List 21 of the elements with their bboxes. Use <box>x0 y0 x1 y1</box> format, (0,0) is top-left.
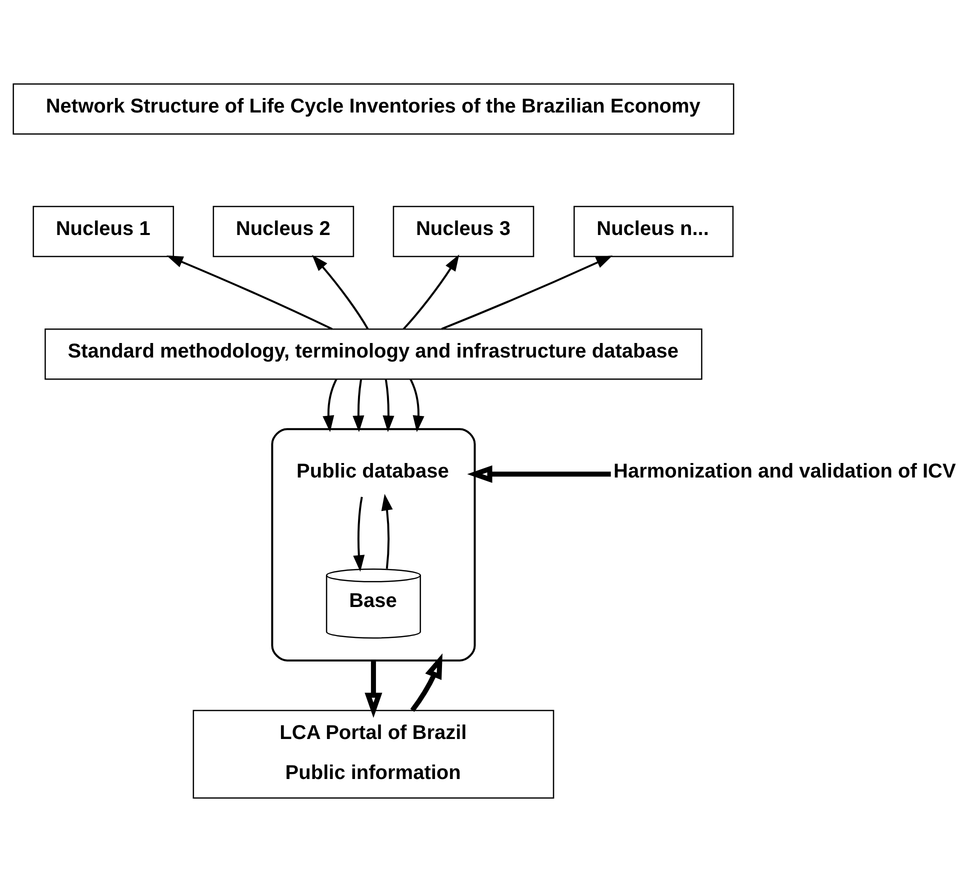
node-box: Network Structure of Life Cycle Inventories of the Brazilian Economy <box>12 83 734 135</box>
arrow <box>353 496 365 572</box>
node-box: Nucleus n... <box>574 206 734 258</box>
arrow <box>322 378 338 432</box>
node-box: Nucleus 2 <box>212 206 354 258</box>
arrow <box>410 378 424 432</box>
arrow <box>381 494 393 569</box>
arrow <box>166 256 333 330</box>
arrow <box>312 254 369 330</box>
node-box: LCA Portal of Brazil Public information <box>192 710 554 799</box>
arrow <box>364 660 382 718</box>
arrow <box>382 378 394 432</box>
arrow <box>467 465 611 483</box>
node-box: Nucleus 3 <box>392 206 534 258</box>
arrow <box>410 653 442 712</box>
node-box: Standard methodology, terminology and infrastructure database <box>44 328 702 380</box>
arrow <box>352 378 364 432</box>
node-box: Nucleus 1 <box>32 206 174 258</box>
node-text: Harmonization and validation of ICV <box>614 460 956 483</box>
arrow <box>441 256 613 330</box>
arrow <box>402 254 460 330</box>
